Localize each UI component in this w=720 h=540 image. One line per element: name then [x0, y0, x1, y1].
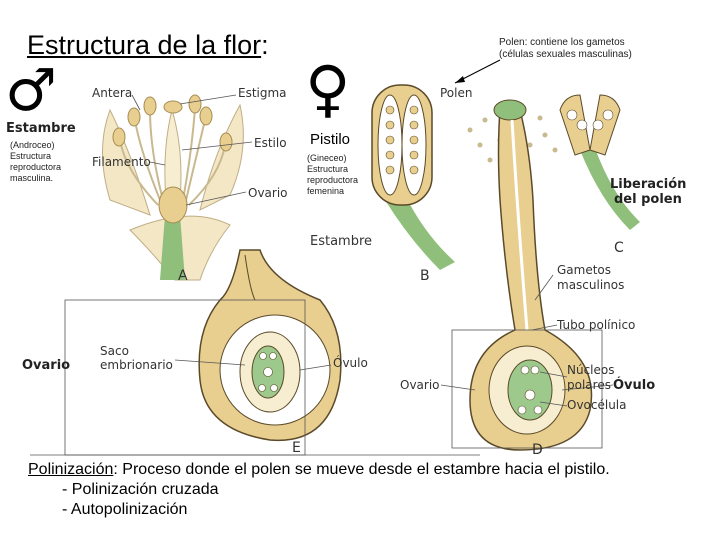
label-estigma: Estigma [238, 86, 287, 100]
label-estambre-b: Estambre [310, 234, 373, 249]
title-text: Estructura de la flor [27, 30, 262, 60]
pollination-def-text: Proceso donde el polen se mueve desde el… [117, 461, 610, 478]
label-saco-embrionario: Saco embrionario [100, 344, 173, 372]
label-ovulo-e: Óvulo [333, 356, 368, 370]
letter-d: D [532, 442, 543, 458]
label-gametos: Gametos masculinos [557, 263, 624, 293]
pollination-item-cruzada: - Polinización cruzada [62, 481, 219, 498]
label-polen: Polen [440, 86, 473, 100]
ovary-illustration-e [64, 249, 342, 456]
label-antera: Antera [92, 86, 133, 100]
label-saco-line2: embrionario [100, 358, 173, 372]
female-desc-line3: reproductora [307, 175, 359, 185]
flower-illustration-a [102, 94, 253, 281]
letter-b: B [420, 268, 430, 284]
male-desc-line2: Estructura [10, 151, 52, 161]
label-liberacion-line2: del polen [614, 192, 682, 207]
pollination-item-auto: - Autopolinización [62, 501, 188, 518]
male-label: Estambre [6, 121, 76, 136]
label-filamento: Filamento [92, 155, 151, 169]
label-nucleos-polares: Núcleos polares [567, 363, 615, 393]
label-nucleos-line2: polares [567, 378, 611, 392]
male-symbol-icon: ♂ [5, 56, 57, 124]
pollination-colon: : [113, 461, 118, 478]
label-liberacion-line1: Liberación [610, 177, 687, 192]
male-desc-line1: (Androceo) [10, 140, 55, 150]
female-symbol-icon: ♀ [305, 52, 351, 125]
female-desc-line4: femenina [307, 186, 345, 196]
male-description: (Androceo) Estructura reproductora mascu… [10, 140, 61, 184]
label-ovario-e: Ovario [22, 358, 71, 373]
stamen-illustration-b [371, 59, 501, 270]
pollen-note: Polen: contiene los gametos (células sex… [499, 37, 632, 61]
pollination-text: Polinización: Proceso donde el polen se … [28, 460, 610, 520]
female-desc-line2: Estructura [307, 164, 349, 174]
label-ovario-d: Ovario [400, 378, 440, 392]
label-gametos-line2: masculinos [557, 278, 625, 292]
label-ovulo-d: Óvulo [613, 378, 656, 393]
label-gametos-line1: Gametos [557, 263, 612, 277]
pistil-illustration-d [440, 99, 614, 451]
stamen-illustration-c [559, 94, 640, 230]
letter-e: E [292, 440, 301, 456]
male-desc-line4: masculina. [10, 173, 54, 183]
letter-a: A [178, 268, 188, 284]
title-colon: : [261, 30, 269, 60]
label-tubo-polinico: Tubo polínico [557, 318, 636, 332]
label-estilo: Estilo [254, 136, 287, 150]
pollen-note-line1: Polen: contiene los gametos [499, 37, 625, 48]
pollination-definition: Polinización: Proceso donde el polen se … [28, 460, 610, 480]
female-desc-line1: (Gineceo) [307, 153, 347, 163]
pollination-term: Polinización [28, 461, 114, 478]
pollen-note-line2: (células sexuales masculinas) [499, 49, 632, 60]
label-ovario-a: Ovario [248, 186, 288, 200]
label-liberacion: Liberación del polen [610, 177, 686, 207]
female-description: (Gineceo) Estructura reproductora femeni… [307, 153, 358, 197]
female-label: Pistilo [310, 131, 351, 148]
male-desc-line3: reproductora [10, 162, 62, 172]
label-nucleos-line1: Núcleos [567, 363, 615, 377]
letter-c: C [614, 240, 624, 256]
page-title: Estructura de la flor: [27, 30, 269, 61]
label-saco-line1: Saco [100, 344, 129, 358]
label-ovocelula: Ovocélula [567, 398, 627, 412]
